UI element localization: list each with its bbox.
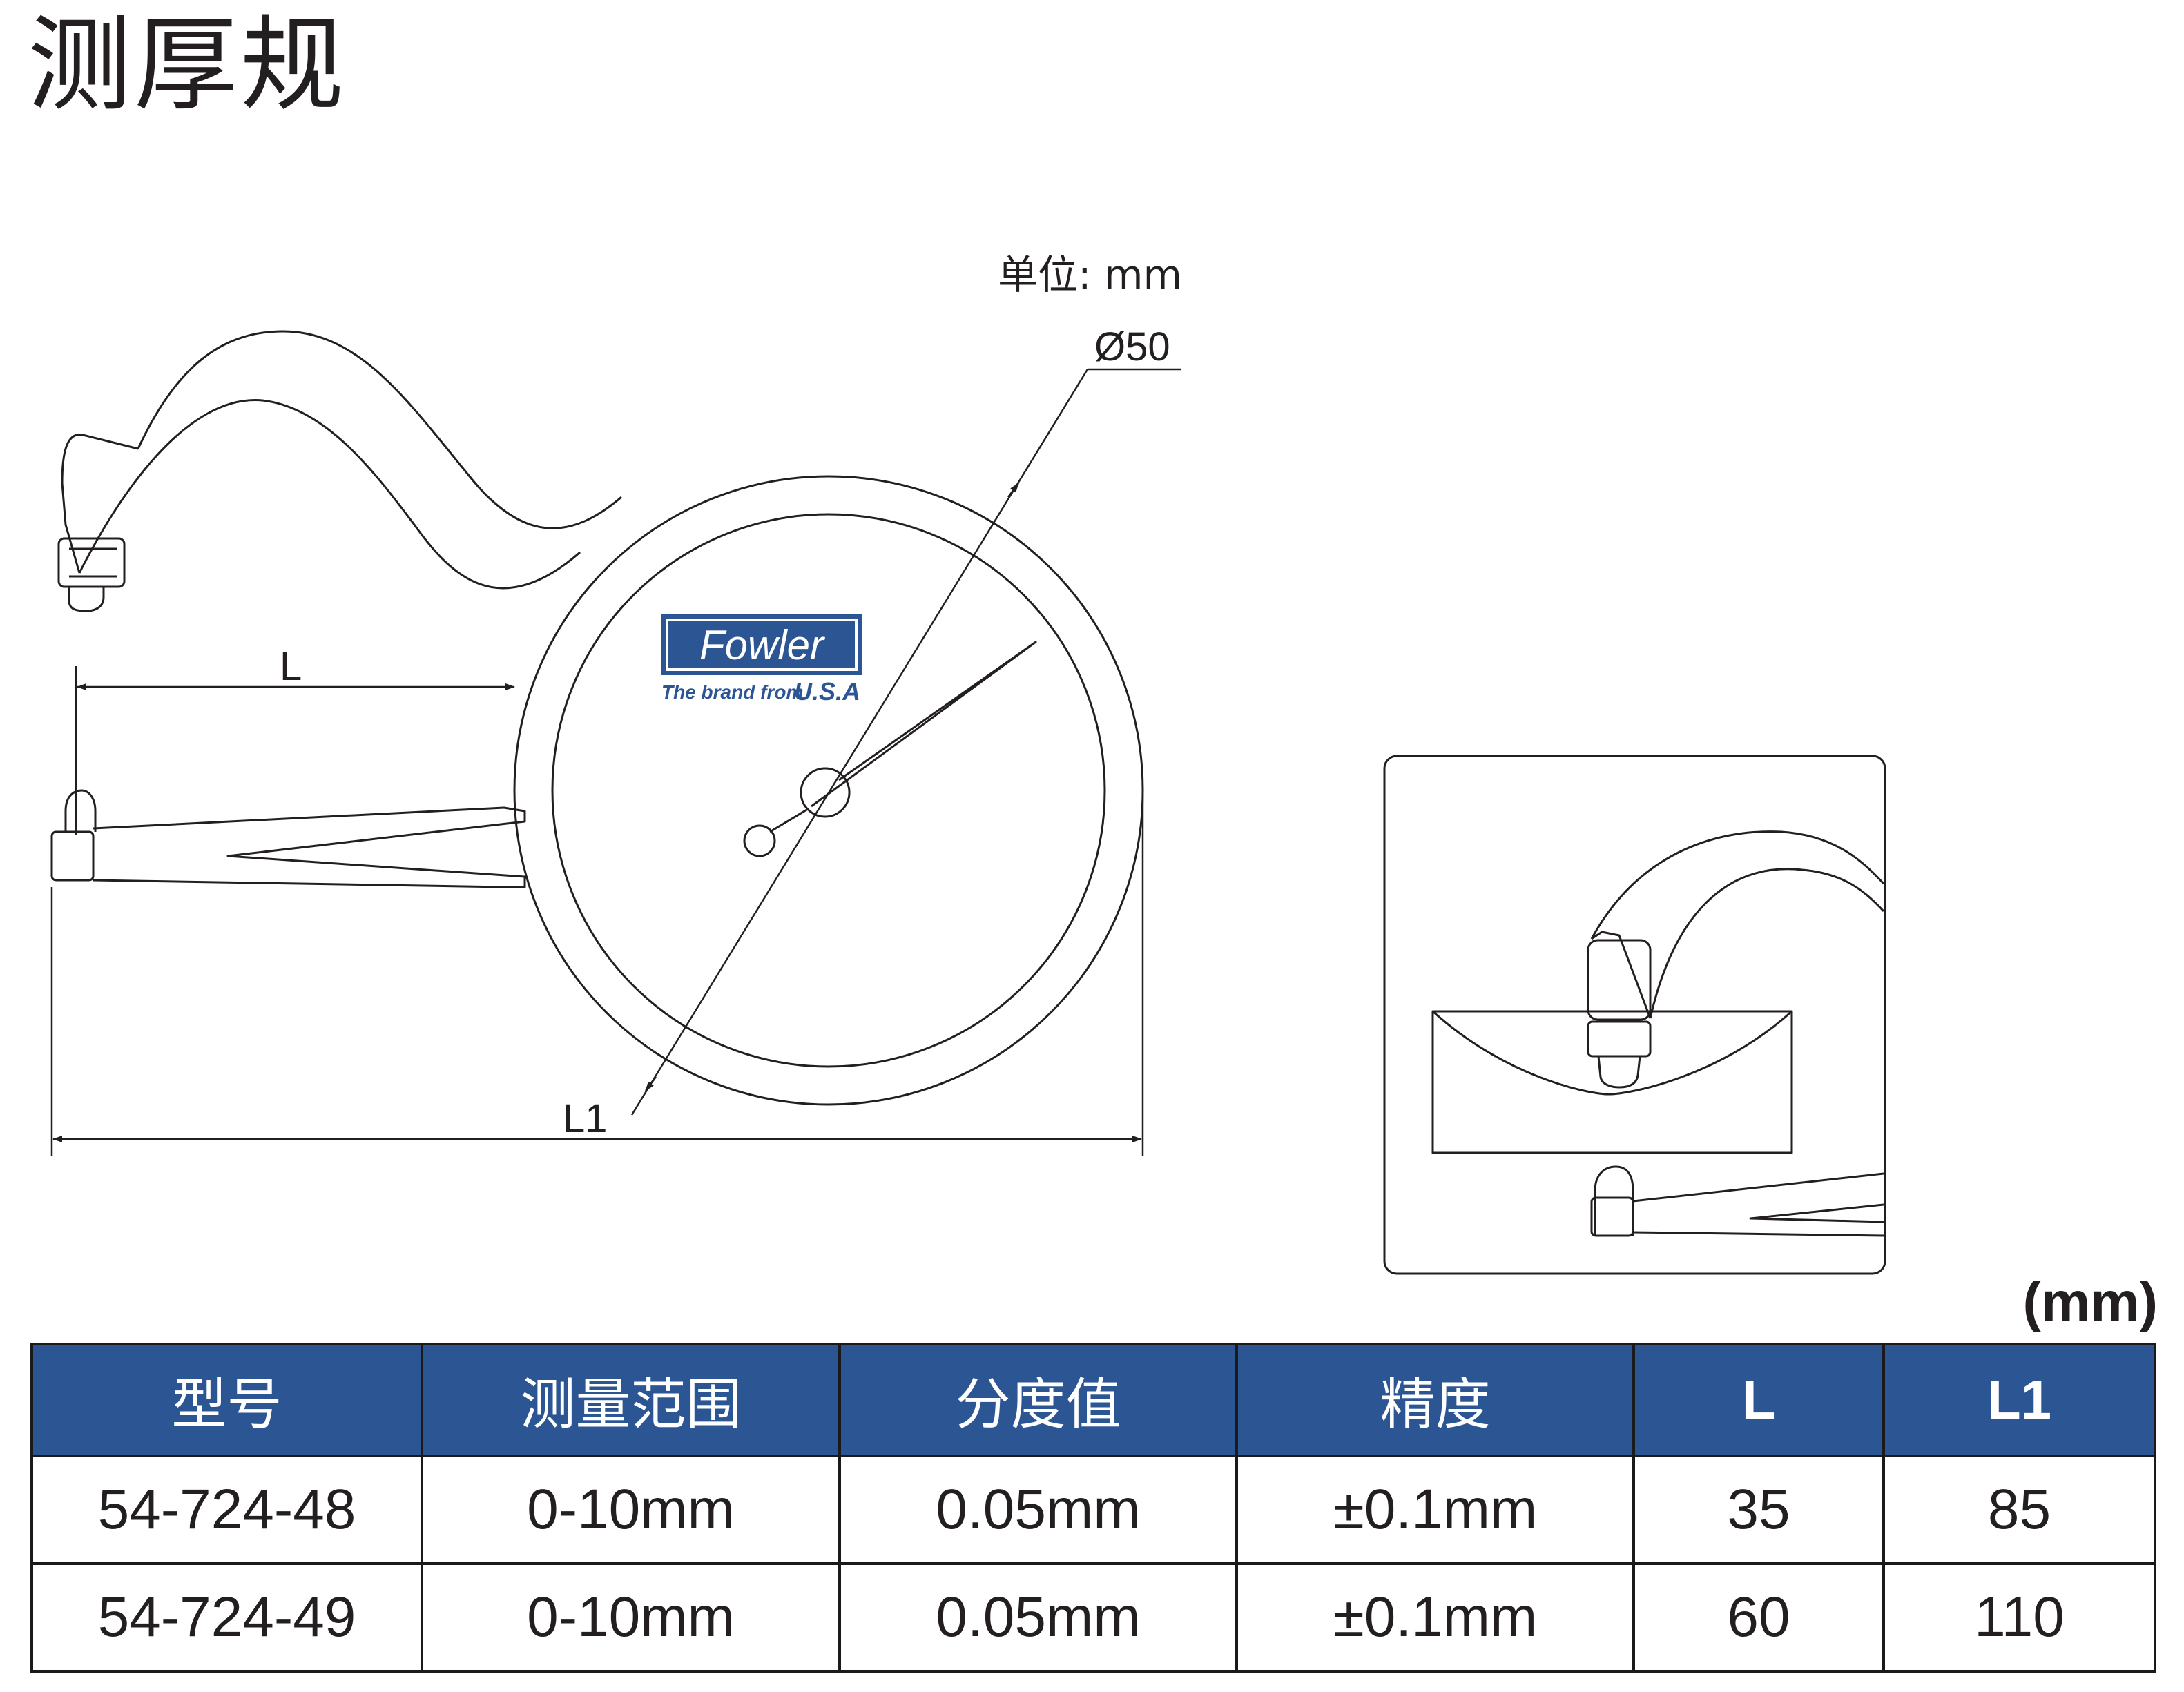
- brand-tagline: The brand from: [661, 681, 803, 703]
- table-row: 54-724-48 0-10mm 0.05mm ±0.1mm 35 85: [30, 1455, 2156, 1565]
- header-accuracy: 精度: [1235, 1343, 1635, 1456]
- cell-range: 0-10mm: [421, 1562, 841, 1673]
- inset-workpiece: [1431, 1010, 1793, 1154]
- cell-model: 54-724-49: [30, 1562, 423, 1673]
- brand-origin: U.S.A: [794, 677, 860, 706]
- detail-inset-frame: [1383, 755, 1886, 1275]
- dial-outer-ring: [513, 475, 1144, 1106]
- dim-label-L: L: [280, 644, 302, 689]
- cell-L1: 85: [1882, 1455, 2156, 1565]
- page-title: 测厚规: [28, 6, 347, 126]
- pointer-hub: [800, 767, 851, 818]
- header-model: 型号: [30, 1343, 423, 1456]
- diameter-leader: [630, 369, 1089, 1116]
- cell-graduation: 0.05mm: [838, 1562, 1238, 1673]
- cell-model: 54-724-48: [30, 1455, 423, 1565]
- upper-anvil-knurl: [57, 537, 126, 588]
- lower-anvil: [50, 830, 95, 882]
- spec-table: 型号 测量范围 分度值 精度 L L1 54-724-48 0-10mm 0.0…: [30, 1343, 2156, 1673]
- dial-inner-ring: [551, 513, 1106, 1068]
- table-row: 54-724-49 0-10mm 0.05mm ±0.1mm 60 110: [30, 1562, 2156, 1673]
- header-L1: L1: [1882, 1343, 2156, 1456]
- cell-range: 0-10mm: [421, 1455, 841, 1565]
- cell-accuracy: ±0.1mm: [1235, 1455, 1635, 1565]
- table-unit: (mm): [2022, 1271, 2158, 1332]
- brand-logo-text: Fowler: [699, 622, 825, 668]
- cell-graduation: 0.05mm: [838, 1455, 1238, 1565]
- brand-logo-box: [661, 614, 862, 675]
- header-L: L: [1632, 1343, 1885, 1456]
- cell-L: 60: [1632, 1562, 1885, 1673]
- gauge-drawing: Fowler The brand from U.S.A 单位: mm Ø50 L…: [50, 251, 1886, 1275]
- header-graduation: 分度值: [838, 1343, 1238, 1456]
- gauge-frame-arm: [78, 399, 581, 590]
- diameter-label: Ø50: [1094, 324, 1170, 369]
- pointer-tail-ball: [743, 824, 776, 857]
- table-header-row: 型号 测量范围 分度值 精度 L L1: [30, 1343, 2156, 1456]
- pointer-needle: [811, 641, 1037, 808]
- cell-L: 35: [1632, 1455, 1885, 1565]
- cell-L1: 110: [1882, 1562, 2156, 1673]
- unit-note: 单位: mm: [998, 251, 1182, 298]
- header-range: 测量范围: [421, 1343, 841, 1456]
- lower-jaw: [93, 806, 526, 888]
- dim-label-L1: L1: [563, 1096, 608, 1141]
- cell-accuracy: ±0.1mm: [1235, 1562, 1635, 1673]
